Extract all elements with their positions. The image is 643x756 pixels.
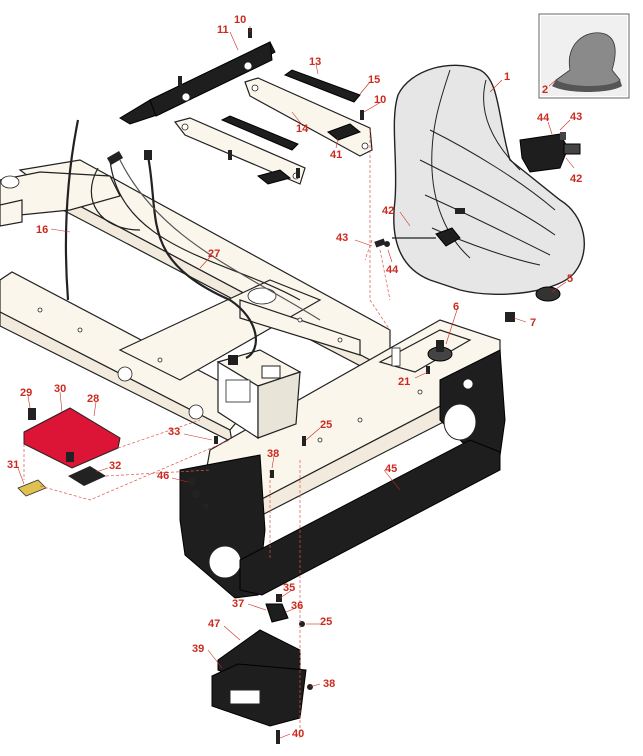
callout-10b: 10 bbox=[374, 94, 386, 106]
seat-thumbnail bbox=[538, 13, 630, 99]
callout-39: 39 bbox=[192, 643, 204, 655]
callout-42b: 42 bbox=[382, 205, 394, 217]
callout-40: 40 bbox=[292, 728, 304, 740]
callout-44b: 44 bbox=[386, 264, 399, 276]
callout-38a: 38 bbox=[267, 448, 279, 460]
callout-25b: 25 bbox=[320, 616, 332, 628]
callout-43a: 43 bbox=[570, 111, 582, 123]
callout-5: 5 bbox=[567, 273, 573, 285]
battery bbox=[216, 349, 302, 440]
callout-35: 35 bbox=[283, 582, 295, 594]
callout-32: 32 bbox=[109, 460, 121, 472]
callout-21: 21 bbox=[398, 376, 410, 388]
callout-33: 33 bbox=[168, 426, 180, 438]
callout-1: 1 bbox=[504, 71, 510, 83]
seat bbox=[393, 64, 585, 295]
callout-7: 7 bbox=[530, 317, 536, 329]
rear-hitch-assembly bbox=[179, 349, 506, 599]
callout-11: 11 bbox=[217, 24, 229, 36]
callout-14: 14 bbox=[296, 123, 309, 135]
callout-41: 41 bbox=[330, 149, 342, 161]
callout-6: 6 bbox=[453, 301, 459, 313]
callout-13: 13 bbox=[309, 56, 321, 68]
callout-labels: 1 2 5 6 7 10 10 11 13 14 15 16 21 25 25 … bbox=[7, 14, 582, 740]
callout-44a: 44 bbox=[537, 112, 550, 124]
callout-47: 47 bbox=[208, 618, 220, 630]
lower-bracket-parts bbox=[211, 460, 313, 744]
callout-38b: 38 bbox=[323, 678, 335, 690]
callout-43b: 43 bbox=[336, 232, 348, 244]
callout-42a: 42 bbox=[570, 173, 582, 185]
callout-25a: 25 bbox=[320, 419, 332, 431]
callout-27: 27 bbox=[208, 248, 220, 260]
switch-components bbox=[374, 132, 581, 374]
callout-16: 16 bbox=[36, 224, 48, 236]
callout-10a: 10 bbox=[234, 14, 246, 26]
leader-lines bbox=[17, 26, 575, 739]
callout-31: 31 bbox=[7, 459, 19, 471]
callout-46: 46 bbox=[157, 470, 169, 482]
callout-37: 37 bbox=[232, 598, 244, 610]
left-cover-plate-parts bbox=[17, 407, 231, 501]
fasteners bbox=[188, 436, 306, 509]
callout-30: 30 bbox=[54, 383, 66, 395]
callout-2: 2 bbox=[542, 84, 548, 96]
callout-45: 45 bbox=[385, 463, 397, 475]
callout-36: 36 bbox=[291, 600, 303, 612]
guide-lines bbox=[364, 130, 391, 331]
callout-15: 15 bbox=[368, 74, 380, 86]
callout-29: 29 bbox=[20, 387, 32, 399]
wiring bbox=[64, 119, 321, 359]
seat-mount-brackets bbox=[119, 28, 373, 185]
callout-28: 28 bbox=[87, 393, 99, 405]
